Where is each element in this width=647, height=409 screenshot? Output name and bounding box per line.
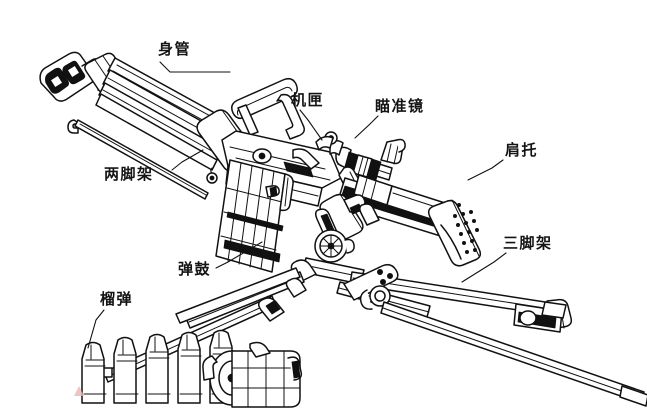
faint-red-mark	[74, 386, 84, 396]
leader-lines	[87, 61, 507, 349]
label-shoulder-rest: 肩托	[505, 141, 539, 159]
drum-magazine-mounted	[215, 159, 294, 273]
label-receiver: 机匣	[291, 91, 325, 109]
label-bipod: 两脚架	[104, 165, 154, 183]
spare-drum-magazine	[202, 341, 303, 408]
label-drum: 弹鼓	[178, 260, 212, 278]
label-tripod: 三脚架	[503, 234, 553, 252]
tripod-assembly	[103, 257, 647, 407]
label-barrel: 身管	[158, 40, 192, 58]
butt-pad-perforations	[452, 202, 479, 254]
shoulder-stock-assembly	[336, 174, 482, 267]
grenade-rounds	[81, 329, 235, 404]
label-sight: 瞄准镜	[375, 97, 425, 115]
label-grenade: 榴弹	[100, 290, 134, 308]
elevation-mechanism	[314, 193, 380, 263]
